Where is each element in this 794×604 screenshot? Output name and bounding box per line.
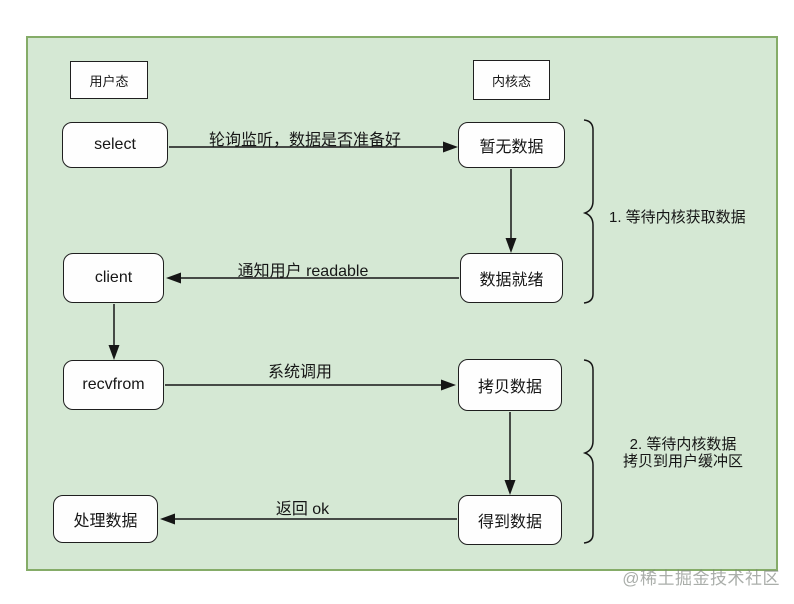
node-recvfrom-label: recvfrom	[82, 376, 145, 393]
node-data-ready: 数据就绪	[460, 253, 563, 303]
node-select: select	[62, 122, 168, 168]
kernel-mode-label: 内核态	[491, 73, 531, 89]
node-recvfrom: recvfrom	[63, 360, 164, 410]
node-got-data-label: 得到数据	[477, 514, 542, 531]
node-client-label: client	[94, 269, 133, 286]
node-process-data: 处理数据	[53, 495, 158, 543]
edge-label-syscall: 系统调用	[267, 364, 332, 381]
watermark-text: @稀土掘金技术社区	[622, 569, 780, 588]
diagram-background-panel	[26, 36, 778, 571]
node-select-label: select	[94, 136, 136, 153]
kernel-mode-header-box: 内核态	[473, 60, 550, 100]
node-client: client	[63, 253, 164, 303]
node-no-data-label: 暂无数据	[479, 139, 544, 156]
node-got-data: 得到数据	[458, 495, 562, 545]
user-mode-header-box: 用户态	[70, 61, 148, 99]
user-mode-label: 用户态	[89, 73, 129, 89]
node-data-ready-label: 数据就绪	[479, 272, 544, 289]
annotation-stage2-line2: 拷贝到用户缓冲区	[622, 453, 743, 470]
edge-label-return-ok: 返回 ok	[275, 501, 330, 518]
annotation-stage2: 2. 等待内核数据 拷贝到用户缓冲区	[613, 436, 753, 470]
node-no-data: 暂无数据	[458, 122, 565, 168]
edge-label-notify-readable: 通知用户 readable	[237, 263, 369, 280]
node-process-data-label: 处理数据	[73, 513, 138, 530]
annotation-stage1: 1. 等待内核获取数据	[609, 209, 746, 226]
node-copy-data: 拷贝数据	[458, 359, 562, 411]
annotation-stage2-line1: 2. 等待内核数据	[629, 436, 737, 453]
edge-label-poll: 轮询监听，数据是否准备好	[208, 132, 401, 149]
node-copy-data-label: 拷贝数据	[477, 379, 542, 396]
